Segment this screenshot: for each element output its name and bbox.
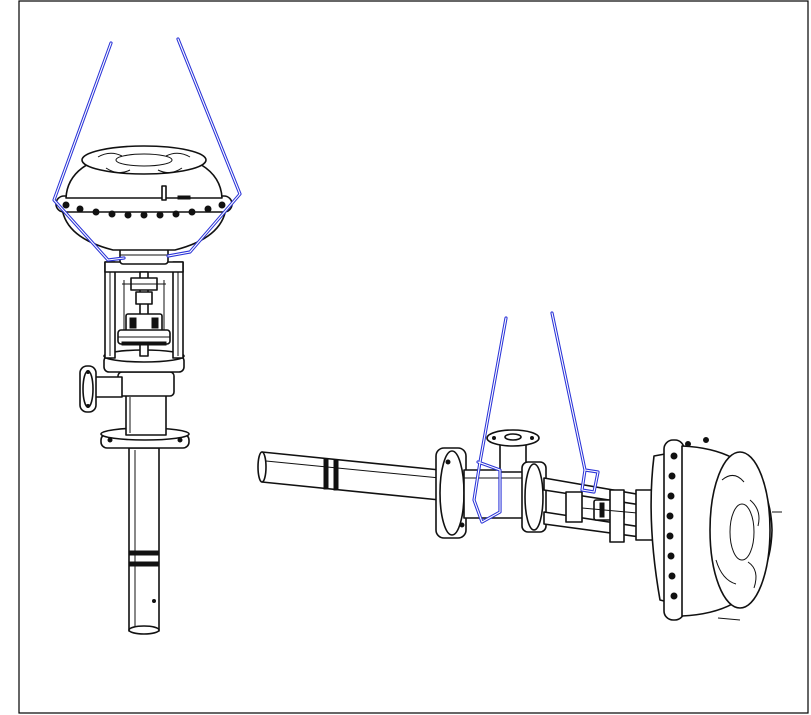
horizontal-yoke [543, 477, 657, 543]
actuator [55, 145, 233, 265]
valve-body [117, 371, 175, 436]
bottom-pipe [128, 447, 160, 635]
horizontal-pipe [257, 451, 441, 501]
vertical-lifting-slings [52, 37, 242, 262]
horizontal-valve-view [257, 311, 782, 621]
figure-frame [18, 0, 809, 714]
side-port-flange [79, 365, 123, 413]
body-flange [435, 447, 467, 539]
horizontal-actuator [650, 437, 782, 621]
horizontal-bonnet-flange [521, 461, 547, 533]
horizontal-valve-body [463, 429, 540, 519]
yoke [104, 261, 184, 359]
horizontal-lifting-slings [472, 311, 600, 524]
vertical-valve-view [52, 37, 242, 635]
